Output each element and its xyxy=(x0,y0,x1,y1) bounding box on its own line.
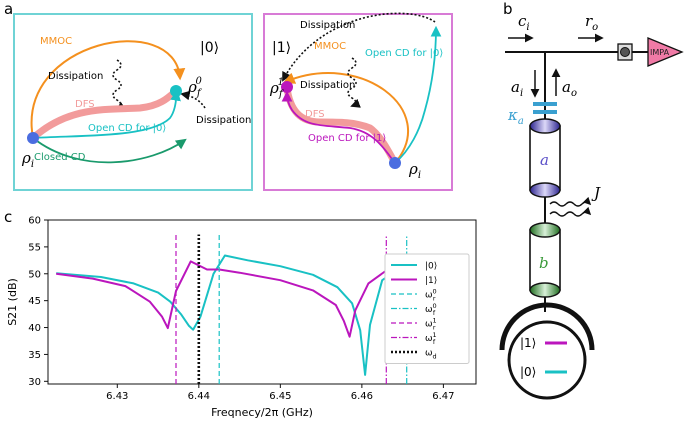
right-rho-i: ρi xyxy=(408,160,421,181)
label-c-in: ci xyxy=(518,12,530,33)
y-tick-label: 50 xyxy=(28,269,41,280)
panel-letter-a: a xyxy=(4,0,13,18)
x-tick-label: 6.43 xyxy=(106,391,128,402)
left-dissipation-wavy xyxy=(112,59,127,112)
y-axis-label: S21 (dB) xyxy=(6,278,19,326)
y-tick-label: 55 xyxy=(28,242,41,253)
left-dfs-band xyxy=(29,86,181,142)
left-ket: |0⟩ xyxy=(200,40,219,56)
coupling-label: J xyxy=(591,184,601,202)
legend-label: |0⟩ xyxy=(425,262,437,272)
panel-a-left: |0⟩ MMOC Dissipation DFS Open CD for |0⟩… xyxy=(13,13,253,191)
right-dfs-label: DFS xyxy=(305,109,325,120)
label-kappa: κa xyxy=(507,106,524,127)
right-open-cd1-arrow xyxy=(281,90,396,164)
panel-letter-c: c xyxy=(4,208,12,226)
circulator-icon xyxy=(620,47,630,57)
series-line-1 xyxy=(56,255,464,338)
cavity-a-bottom xyxy=(529,182,561,198)
y-tick-label: 45 xyxy=(28,296,41,307)
right-open-cd1-label: Open CD for |1⟩ xyxy=(308,133,386,144)
left-box-border xyxy=(13,13,253,191)
right-ket: |1⟩ xyxy=(272,40,291,56)
left-dissipation-dotted xyxy=(180,90,206,109)
y-tick-label: 60 xyxy=(28,216,41,227)
cavity-a-top xyxy=(529,118,561,134)
cavity-b-top xyxy=(529,222,561,238)
oscillator-arc xyxy=(499,302,595,351)
right-dissipation-dotted xyxy=(282,12,436,82)
right-mmoc-arrow xyxy=(282,72,409,164)
y-tick-label: 35 xyxy=(28,350,41,361)
left-dfs-label: DFS xyxy=(75,99,95,110)
left-mmoc-arrow xyxy=(30,40,186,139)
left-closed-cd-label: Closed CD xyxy=(34,152,86,163)
impa-label: IMPA xyxy=(650,48,670,57)
x-tick-label: 6.46 xyxy=(351,391,373,402)
oscillator-ring xyxy=(507,320,587,400)
plot-frame xyxy=(47,219,477,385)
y-tick-label: 30 xyxy=(28,377,41,388)
label-a-out: ao xyxy=(562,78,577,99)
right-open-cd0-arrow xyxy=(394,25,442,164)
x-tick-label: 6.47 xyxy=(432,391,454,402)
right-rho-i-dot xyxy=(389,157,401,169)
series-line-0 xyxy=(56,254,456,376)
left-dissipation-top: Dissipation xyxy=(48,71,103,82)
right-dfs-band xyxy=(283,84,399,167)
panel-a-right: |1⟩ Dissipation MMOC Open CD for |0⟩ Dis… xyxy=(263,12,453,191)
level-ket1: |1⟩ xyxy=(520,336,536,350)
cavity-a-label: a xyxy=(540,151,549,169)
right-box-border xyxy=(263,13,453,191)
legend-box xyxy=(384,253,470,364)
left-rho-i: ρi xyxy=(21,149,34,170)
x-tick-label: 6.45 xyxy=(269,391,291,402)
legend-label: |1⟩ xyxy=(425,276,437,286)
right-rho-f: ρf1 xyxy=(269,77,285,100)
label-r-out: ro xyxy=(585,12,598,33)
label-a-in: ai xyxy=(511,78,523,99)
left-open-cd-label: Open CD for |0⟩ xyxy=(88,123,166,134)
left-rho-f: ρf0 xyxy=(187,76,203,99)
cavity-b-bottom xyxy=(529,282,561,298)
s21-chart: 6.43 6.44 6.45 6.46 6.47 30 35 40 45 50 55 60Freqne… xyxy=(6,216,477,419)
x-axis-label: Freqnecy/2π (GHz) xyxy=(211,406,313,419)
left-open-cd-arrow xyxy=(32,89,181,139)
left-rho-i-dot xyxy=(27,132,39,144)
y-tick-label: 40 xyxy=(28,323,41,334)
left-dissipation-right: Dissipation xyxy=(196,115,251,126)
right-dissipation-wavy xyxy=(347,57,361,108)
impa-triangle xyxy=(647,37,684,67)
right-rho-f-dot xyxy=(281,81,293,93)
right-dissipation-top: Dissipation xyxy=(300,20,355,31)
panel-letter-b: b xyxy=(503,0,513,18)
legend-label: ωd xyxy=(425,349,437,361)
x-tick-label: 6.44 xyxy=(188,391,210,402)
left-rho-f-dot xyxy=(170,85,182,97)
right-open-cd0-label: Open CD for |0⟩ xyxy=(365,48,443,59)
right-dissipation-mid: Dissipation xyxy=(300,80,355,91)
panel-b: b ci ro IMPA ai ao κa a J b xyxy=(499,0,684,400)
cavity-b-label: b xyxy=(539,254,549,272)
left-closed-cd-arrow xyxy=(32,137,187,164)
level-ket0: |0⟩ xyxy=(520,365,536,379)
right-mmoc-label: MMOC xyxy=(314,41,346,52)
left-mmoc-label: MMOC xyxy=(40,36,72,47)
coupling-wavy-1 xyxy=(549,196,592,207)
coupling-wavy-2 xyxy=(549,206,592,217)
